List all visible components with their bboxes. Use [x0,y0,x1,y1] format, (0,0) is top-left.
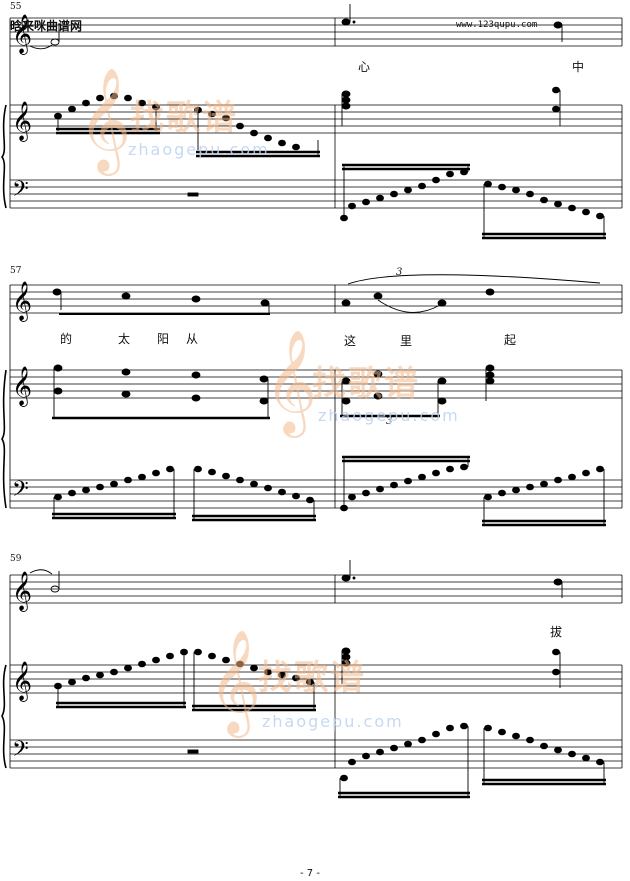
measure-number: 55 [10,2,22,12]
bass-arpeggio-3 [338,722,606,799]
piano-treble-staff-3 [10,664,622,694]
rest [187,749,199,754]
bass-arpeggio-1 [340,163,606,240]
lyric: 的 [60,332,73,346]
site-url: www.123qupu.com [456,20,538,30]
piano-bass-staff-1 [10,179,622,209]
lyric: 这 [344,334,357,348]
treble-clef: 𝄞 [12,14,32,55]
watermark-url: zhaogepu.com [262,712,404,731]
svg-text:𝄞: 𝄞 [264,329,317,438]
treble-clef: 𝄞 [12,661,32,702]
watermark-url: zhaogepu.com [128,140,270,159]
watermark-brand: 找歌谱 [130,98,238,138]
vocal-staff-3 [10,574,622,604]
lyric: 太 [118,332,131,346]
site-name: 晗来咪曲谱网 [10,19,83,33]
bass-arpeggio-2 [52,455,606,527]
lyric: 心 [358,60,371,74]
treble-clef: 𝄞 [12,281,32,322]
piano-bass-staff-3 [10,739,622,769]
treble-clef: 𝄞 [12,571,32,612]
lyric: 中 [572,60,585,74]
vocal-staff-1 [10,17,622,47]
svg-text:𝄞: 𝄞 [208,629,261,738]
watermark-brand: 找歌谱 [312,364,420,404]
treble-chord [341,86,561,126]
treble-clef: 𝄞 [12,101,32,142]
measure-number: 57 [10,266,22,276]
lyric: 阳 [157,332,170,346]
bass-clef: 𝄢 [12,477,29,507]
lyric: 起 [504,333,517,347]
bass-clef: 𝄢 [12,177,29,207]
piano-treble-staff-2 [10,369,622,399]
rest [187,192,199,197]
piano-bass-staff-2 [10,479,622,509]
vocal-staff-2 [10,284,622,314]
page-number: - 7 - [300,868,320,879]
tuplet-number: 3 [386,416,393,427]
measure-number: 59 [10,554,22,564]
tuplet-number: 3 [396,267,403,278]
piano-brace [0,104,7,769]
watermark-clef-icon: 𝄞 𝄞 𝄞 [78,67,317,738]
watermark-url: zhaogepu.com [318,406,460,425]
treble-run-3 [54,647,561,712]
svg-text:𝄞: 𝄞 [78,67,131,176]
watermark-brand: 找歌谱 [258,658,366,698]
lyric: 从 [186,332,199,346]
treble-chords-2 [52,364,495,420]
treble-run-1 [54,92,320,158]
lyric: 拔 [550,625,563,639]
bass-clef: 𝄢 [12,737,29,767]
lyric: 里 [400,334,413,348]
treble-clef: 𝄞 [12,366,32,407]
